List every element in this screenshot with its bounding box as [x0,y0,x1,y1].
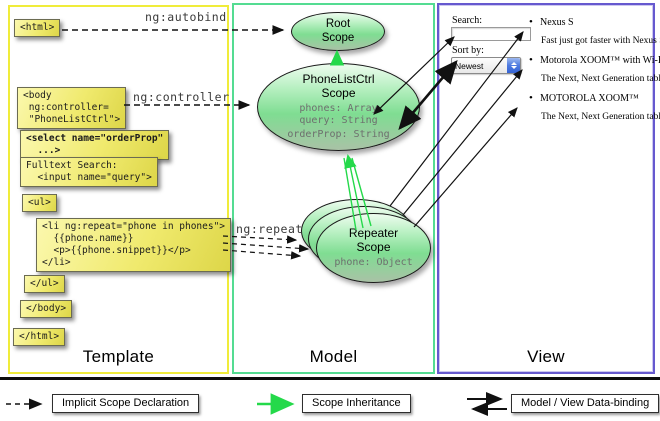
code-box-html-close: </html> [13,328,66,346]
repeater-scope-title: Repeater Scope [348,226,399,254]
ng-autobind-label: ng:autobind [145,10,227,24]
legend-scope-inheritance: Scope Inheritance [302,394,411,413]
code-box-body-close: </body> [20,300,73,318]
phone-item-name: Motorola XOOM™ with Wi-Fi [529,54,660,66]
phone-item-snippet: The Next, Next Generation tablet. [541,112,660,122]
phonelistctrl-scope-props: phones: Array query: String [299,102,378,126]
code-box-select: <select name="orderProp" ...> [20,130,170,160]
phone-item-name: MOTOROLA XOOM™ [529,92,639,104]
phonelistctrl-scope-orderprop: orderProp: String [287,128,390,140]
model-panel: Model [232,3,435,374]
sort-by-label: Sort by: [452,45,484,56]
legend-implicit-scope-declaration: Implicit Scope Declaration [52,394,200,413]
code-box-fulltext-search: Fulltext Search: <input name="query"> [20,157,158,187]
phone-item-snippet: Fast just got faster with Nexus S. [541,36,660,46]
ng-repeat-label: ng:repeat [236,222,303,236]
phone-item-snippet: The Next, Next Generation tablet. [541,74,660,84]
template-panel-label: Template [82,347,155,366]
root-scope-title: Root Scope [321,18,355,44]
repeater-scope-ellipse: Repeater Scope phone: Object [316,213,431,283]
code-box-body-open: <body ng:controller= "PhoneListCtrl"> [17,87,127,129]
code-box-html-open: <html> [14,19,61,37]
phonelistctrl-scope-ellipse: PhoneListCtrl Scope phones: Array query:… [257,63,420,151]
sort-by-dropdown[interactable]: Newest [451,57,521,74]
repeater-scope-prop: phone: Object [334,256,413,268]
search-label: Search: [452,15,482,26]
phone-item-name: Nexus S [529,16,574,28]
phonelistctrl-scope-title: PhoneListCtrl Scope [302,72,375,100]
template-panel: Template [8,5,229,374]
ng-controller-label: ng:controller [133,90,230,104]
code-box-li-repeat: <li ng:repeat="phone in phones"> {{phone… [36,218,232,272]
model-panel-label: Model [309,347,358,366]
stepper-up-down-icon [507,58,520,73]
code-box-ul-open: <ul> [22,194,57,212]
root-scope-ellipse: Root Scope [291,12,385,51]
view-panel-label: View [527,347,565,366]
sort-by-selected-value: Newest [455,60,484,71]
legend-separator-line [0,377,660,380]
legend-model-view-databinding: Model / View Data-binding [511,394,660,413]
search-input[interactable] [451,27,531,41]
code-box-ul-close: </ul> [24,275,65,293]
